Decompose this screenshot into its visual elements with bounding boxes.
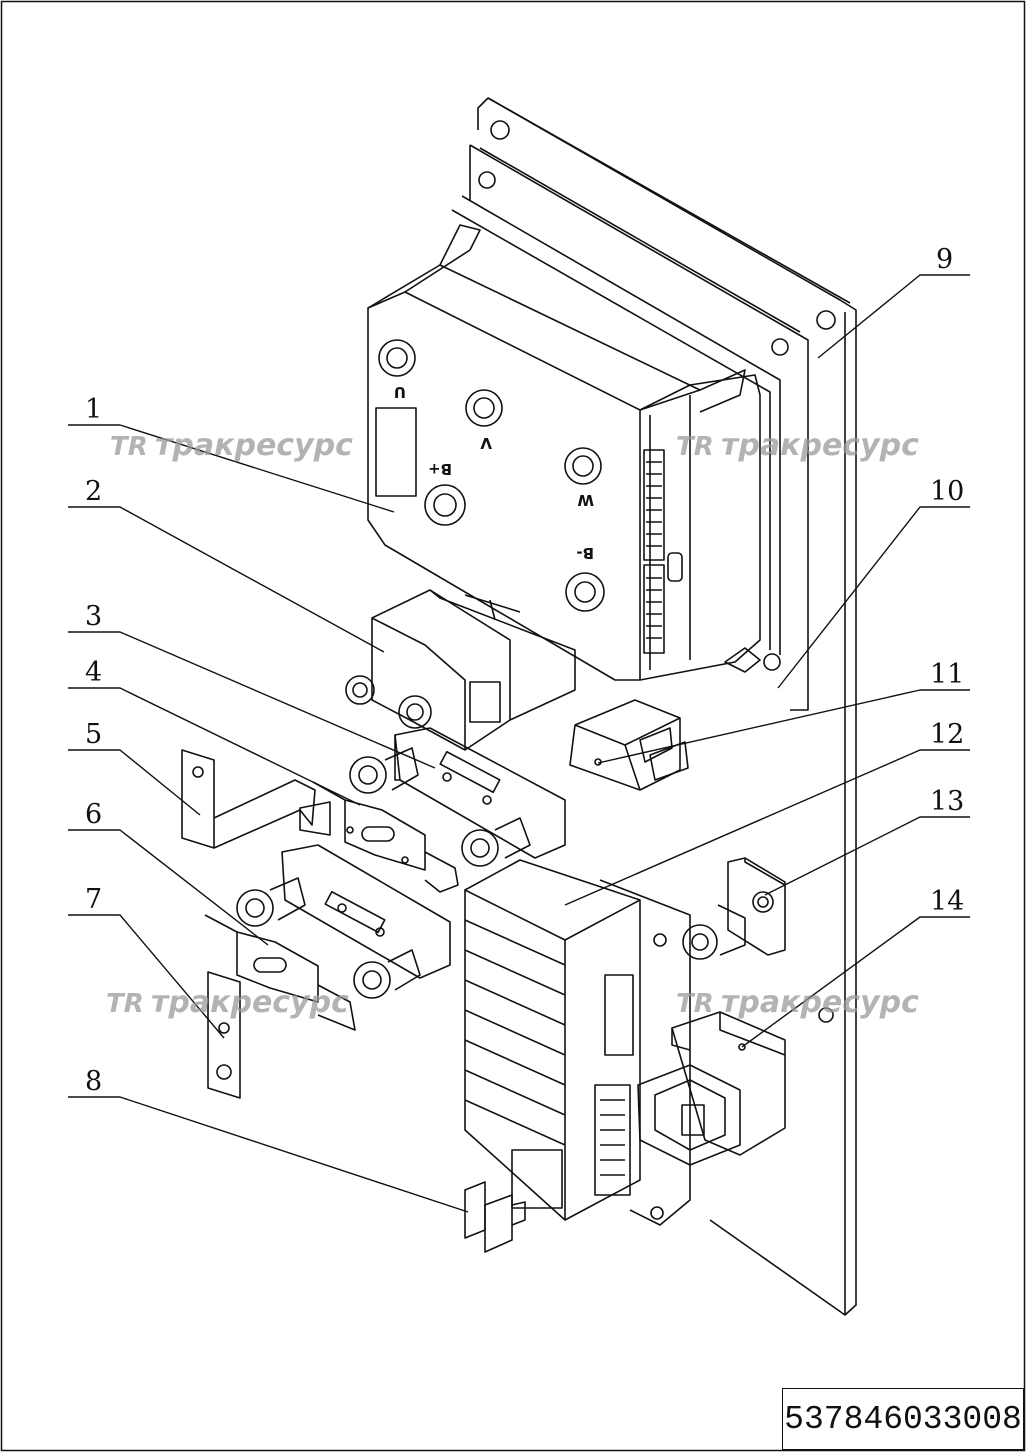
watermark-top-left: TR тракресурс [110,428,353,463]
mounting-plate [477,97,857,1316]
part-number: 537846033008 [784,1400,1022,1438]
busbar-bracket [181,749,316,849]
terminal-label-b-minus: B- [576,544,594,562]
callout-4: 4 [85,657,102,688]
callout-9: 9 [936,244,953,275]
watermark-top-right: TR тракресурс [676,428,919,463]
callout-6: 6 [85,799,102,830]
callout-10: 10 [930,476,964,507]
controller-base-plate [451,144,809,711]
watermark-logo: TR [106,989,144,1019]
fuse-holder-upper [349,727,566,867]
relay [569,699,689,791]
terminal-label-v: V [480,434,492,452]
busbar-strip [207,971,241,1099]
watermark-text: тракресурс [155,428,353,463]
watermark-text: тракресурс [151,985,349,1020]
watermark-text: тракресурс [721,985,919,1020]
watermark-bottom-left: TR тракресурс [106,985,349,1020]
callout-5: 5 [85,719,102,750]
callout-12: 12 [930,719,964,750]
watermark-text: тракресурс [721,428,919,463]
contactor [345,589,576,751]
watermark-logo: TR [676,432,714,462]
callout-7: 7 [85,884,102,915]
motor-controller [367,224,761,681]
fuse-link-lower [204,914,356,1031]
watermark-logo: TR [676,989,714,1019]
callout-1: 1 [85,394,102,425]
callout-13: 13 [930,786,964,817]
callout-8: 8 [85,1066,102,1097]
leader-lines [68,274,970,1213]
terminal-label-b-plus: B+ [428,460,452,478]
terminal-stud [682,857,786,960]
part-number-box: 537846033008 [782,1388,1024,1450]
terminal-label-w: W [577,491,594,509]
watermark-logo: TR [110,432,148,462]
watermark-bottom-right: TR тракресурс [676,985,919,1020]
callout-14: 14 [930,886,964,917]
callout-3: 3 [85,601,102,632]
dc-dc-converter [464,859,691,1226]
callout-numbers: 1 2 3 4 5 6 7 8 9 10 11 12 13 14 [85,244,964,1097]
socket-switch [637,1011,786,1166]
terminal-label-u: U [394,383,406,401]
connector-plug [464,1181,526,1253]
callout-11: 11 [930,659,964,690]
fuse-link-upper [299,781,459,893]
fuse-holder-lower [236,844,451,999]
callout-2: 2 [85,476,102,507]
